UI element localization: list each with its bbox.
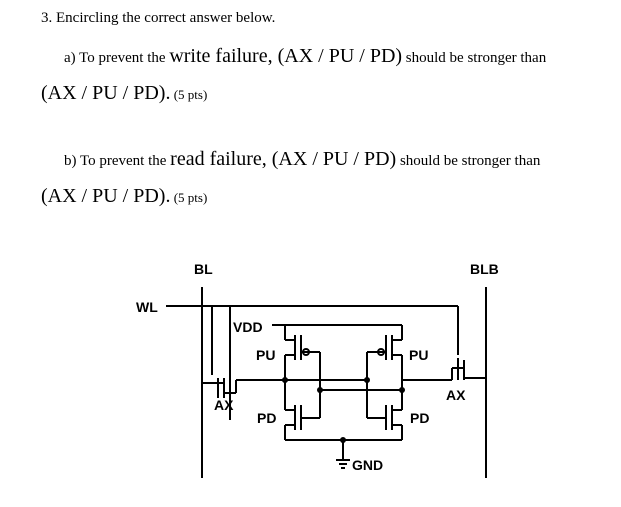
- vdd-label: VDD: [233, 319, 263, 335]
- junction-dot: [364, 377, 370, 383]
- pd-right-label: PD: [410, 410, 429, 426]
- ax-left-label: AX: [214, 397, 234, 413]
- question-a-line2: (AX / PU / PD). (5 pts): [41, 82, 207, 105]
- pu-left-label: PU: [256, 347, 275, 363]
- junction-dot: [399, 387, 405, 393]
- pu-right-label: PU: [409, 347, 428, 363]
- question-a-failure: write failure,: [169, 45, 273, 67]
- question-title: 3. Encircling the correct answer below.: [41, 10, 276, 26]
- question-a-prefix: a) To prevent the: [64, 50, 170, 66]
- question-b-points: (5 pts): [170, 190, 208, 205]
- blb-label: BLB: [470, 261, 499, 277]
- junction-dot: [340, 437, 346, 443]
- question-a-options2[interactable]: (AX / PU / PD).: [41, 82, 171, 104]
- question-a-points: (5 pts): [170, 87, 208, 102]
- question-a-mid: should be stronger than: [402, 50, 547, 66]
- question-b-prefix: b) To prevent the: [64, 153, 171, 169]
- wl-label: WL: [136, 299, 158, 315]
- junction-dot: [317, 387, 323, 393]
- bl-label: BL: [194, 261, 213, 277]
- pd-left-label: PD: [257, 410, 276, 426]
- question-a-line1: a) To prevent the write failure, (AX / P…: [64, 45, 546, 68]
- question-b-mid: should be stronger than: [396, 153, 541, 169]
- gnd-label: GND: [352, 457, 383, 473]
- question-b-options2[interactable]: (AX / PU / PD).: [41, 185, 171, 207]
- question-b-line1: b) To prevent the read failure, (AX / PU…: [64, 148, 540, 171]
- question-a-options[interactable]: (AX / PU / PD): [272, 45, 403, 67]
- question-b-line2: (AX / PU / PD). (5 pts): [41, 185, 207, 208]
- junction-dot: [282, 377, 288, 383]
- question-b-options[interactable]: (AX / PU / PD): [266, 148, 397, 170]
- ax-right-label: AX: [446, 387, 466, 403]
- question-b-failure: read failure,: [170, 148, 267, 170]
